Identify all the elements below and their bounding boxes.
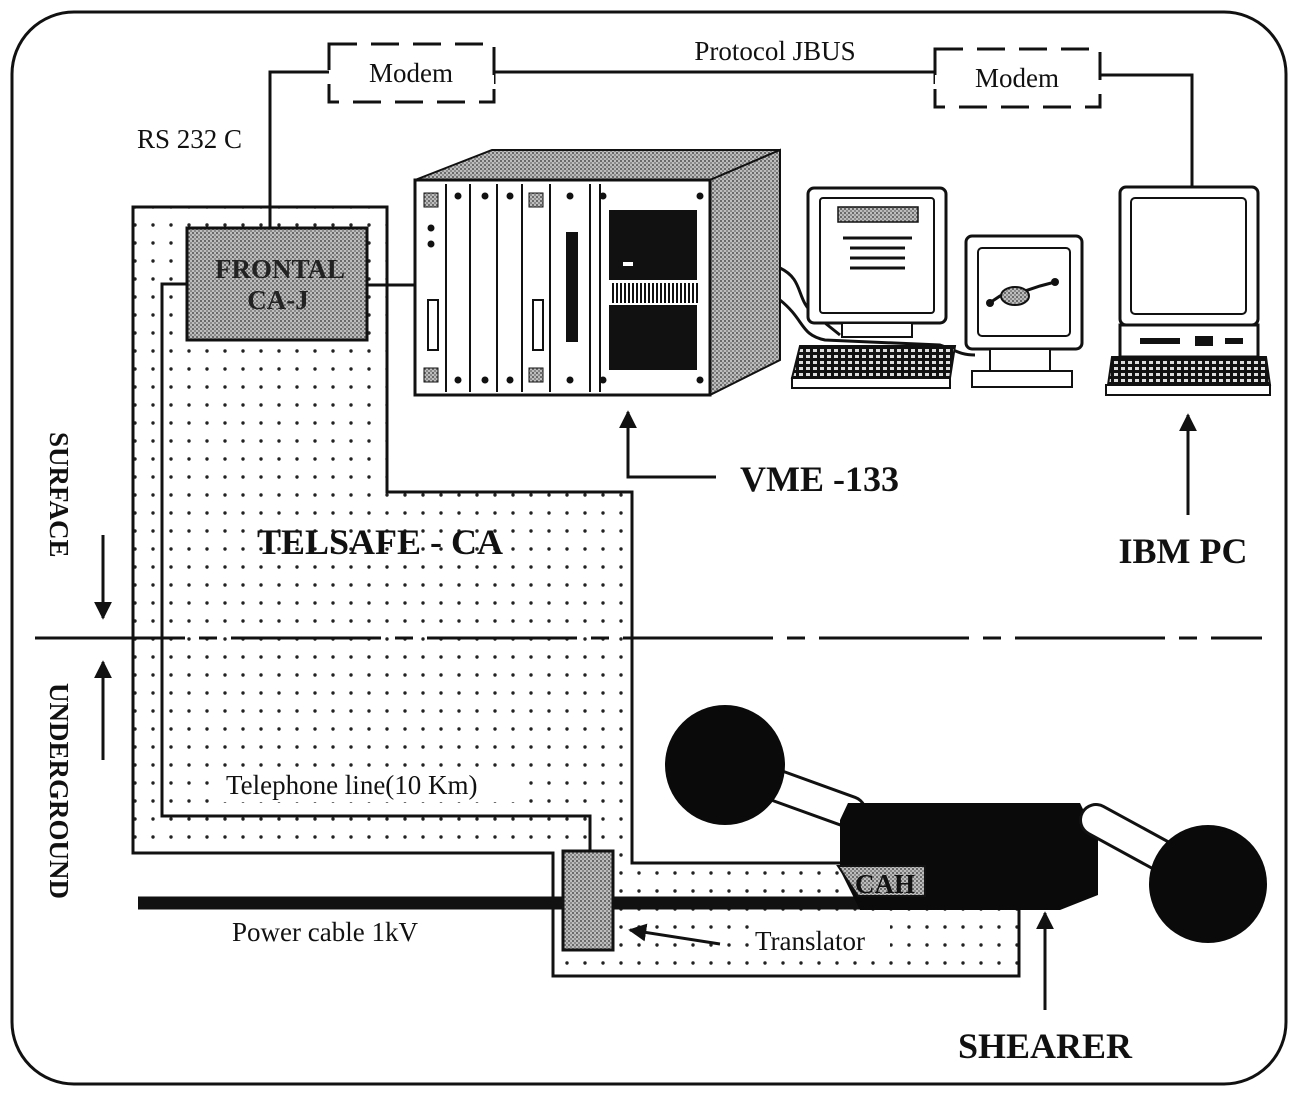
telephone-line-label: Telephone line(10 Km) bbox=[226, 770, 478, 800]
shearer-machine bbox=[665, 705, 1267, 943]
jbus-link bbox=[492, 70, 937, 84]
surface-label: SURFACE bbox=[44, 432, 74, 558]
modem-pc-link bbox=[1100, 73, 1194, 187]
translator-arrow bbox=[628, 923, 721, 946]
vme-arrow bbox=[619, 410, 716, 479]
translator-label: Translator bbox=[755, 926, 865, 956]
workstation-monitor bbox=[806, 186, 948, 338]
cah-label: CAH bbox=[855, 869, 915, 899]
outer-border bbox=[10, 10, 1288, 1086]
vme-rack bbox=[413, 148, 781, 397]
vme-label: VME -133 bbox=[740, 459, 899, 499]
modem-right-label: Modem bbox=[975, 63, 1059, 93]
translator-box bbox=[561, 849, 615, 952]
workstation-keyboard bbox=[790, 345, 957, 389]
ibm-pc-label: IBM PC bbox=[1119, 531, 1248, 571]
power-cable-label: Power cable 1kV bbox=[232, 917, 418, 947]
telsafe-label: TELSAFE - CA bbox=[257, 522, 503, 562]
frontal-label-line1: FRONTAL bbox=[215, 254, 345, 284]
rack-cable-2 bbox=[779, 298, 976, 357]
rs232-label: RS 232 C bbox=[137, 124, 242, 154]
frontal-box bbox=[185, 226, 369, 342]
ibm-pc bbox=[1105, 185, 1272, 396]
rs232-line bbox=[268, 70, 329, 228]
protocol-label: Protocol JBUS bbox=[694, 36, 855, 66]
graphics-monitor bbox=[964, 234, 1084, 388]
telephone-line bbox=[160, 282, 592, 860]
underground-label: UNDERGROUND bbox=[44, 683, 74, 899]
modem-left-box bbox=[327, 42, 496, 104]
shearer-label: SHEARER bbox=[958, 1026, 1133, 1066]
modem-left-label: Modem bbox=[369, 58, 453, 88]
modem-right-box bbox=[933, 47, 1102, 109]
frontal-label-line2: CA-J bbox=[247, 285, 309, 315]
